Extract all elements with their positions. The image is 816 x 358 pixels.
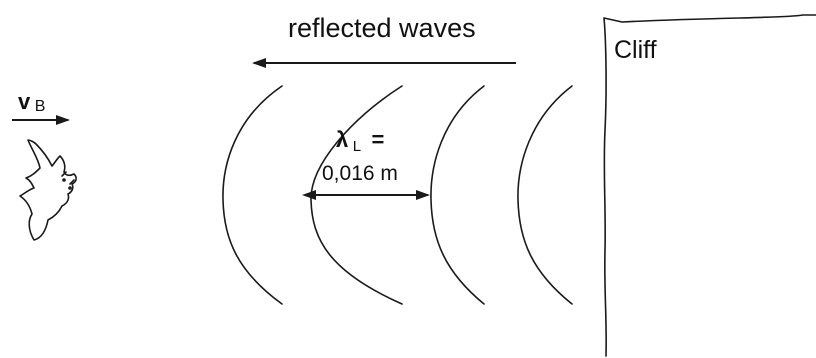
wavefront-1 [223,86,282,304]
diagram-title: reflected waves [288,13,476,43]
wavelength-symbol: λ [336,127,348,152]
wavefront-3 [431,86,484,304]
wavelength-subscript: L [353,138,361,155]
wavelength-value: 0,016 m [322,162,398,185]
cliff-outline [604,15,816,356]
velocity-label: v B [18,89,45,115]
wavelength-label: λ L = [336,127,384,155]
wavelength-equals: = [372,127,385,152]
bat-icon [20,140,76,240]
velocity-subscript: B [35,98,46,115]
cliff-label: Cliff [614,36,657,64]
wavefront-4 [518,86,572,304]
velocity-symbol: v [18,89,31,114]
